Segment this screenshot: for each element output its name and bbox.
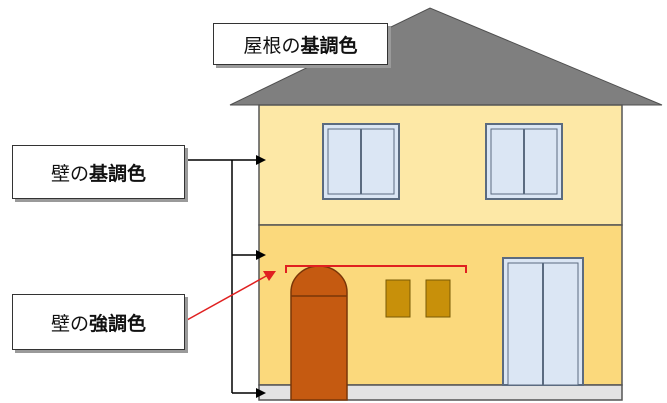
- small-window-left: [385, 279, 411, 318]
- wall-base-label-emphasis: 基調色: [89, 162, 147, 185]
- wall-base-connector: [185, 155, 266, 398]
- upper-window-right: [485, 123, 563, 200]
- door: [290, 265, 348, 401]
- wall-accent-connector: [186, 271, 276, 321]
- upper-wall: [258, 104, 623, 226]
- wall-accent-label-prefix: 壁の: [50, 312, 89, 335]
- lower-right-window: [502, 257, 584, 386]
- wall-base-label-prefix: 壁の: [50, 162, 89, 185]
- wall-accent-color-label: 壁の強調色: [12, 294, 185, 350]
- accent-bracket: [285, 265, 467, 273]
- wall-base-color-label: 壁の基調色: [12, 145, 185, 199]
- roof-label-prefix: 屋根の: [243, 34, 301, 57]
- small-window-right: [425, 279, 451, 318]
- roof-label-emphasis: 基調色: [300, 34, 358, 57]
- wall-accent-label-emphasis: 強調色: [89, 312, 147, 335]
- upper-window-left: [322, 123, 400, 200]
- roof-base-color-label: 屋根の基調色: [213, 23, 388, 65]
